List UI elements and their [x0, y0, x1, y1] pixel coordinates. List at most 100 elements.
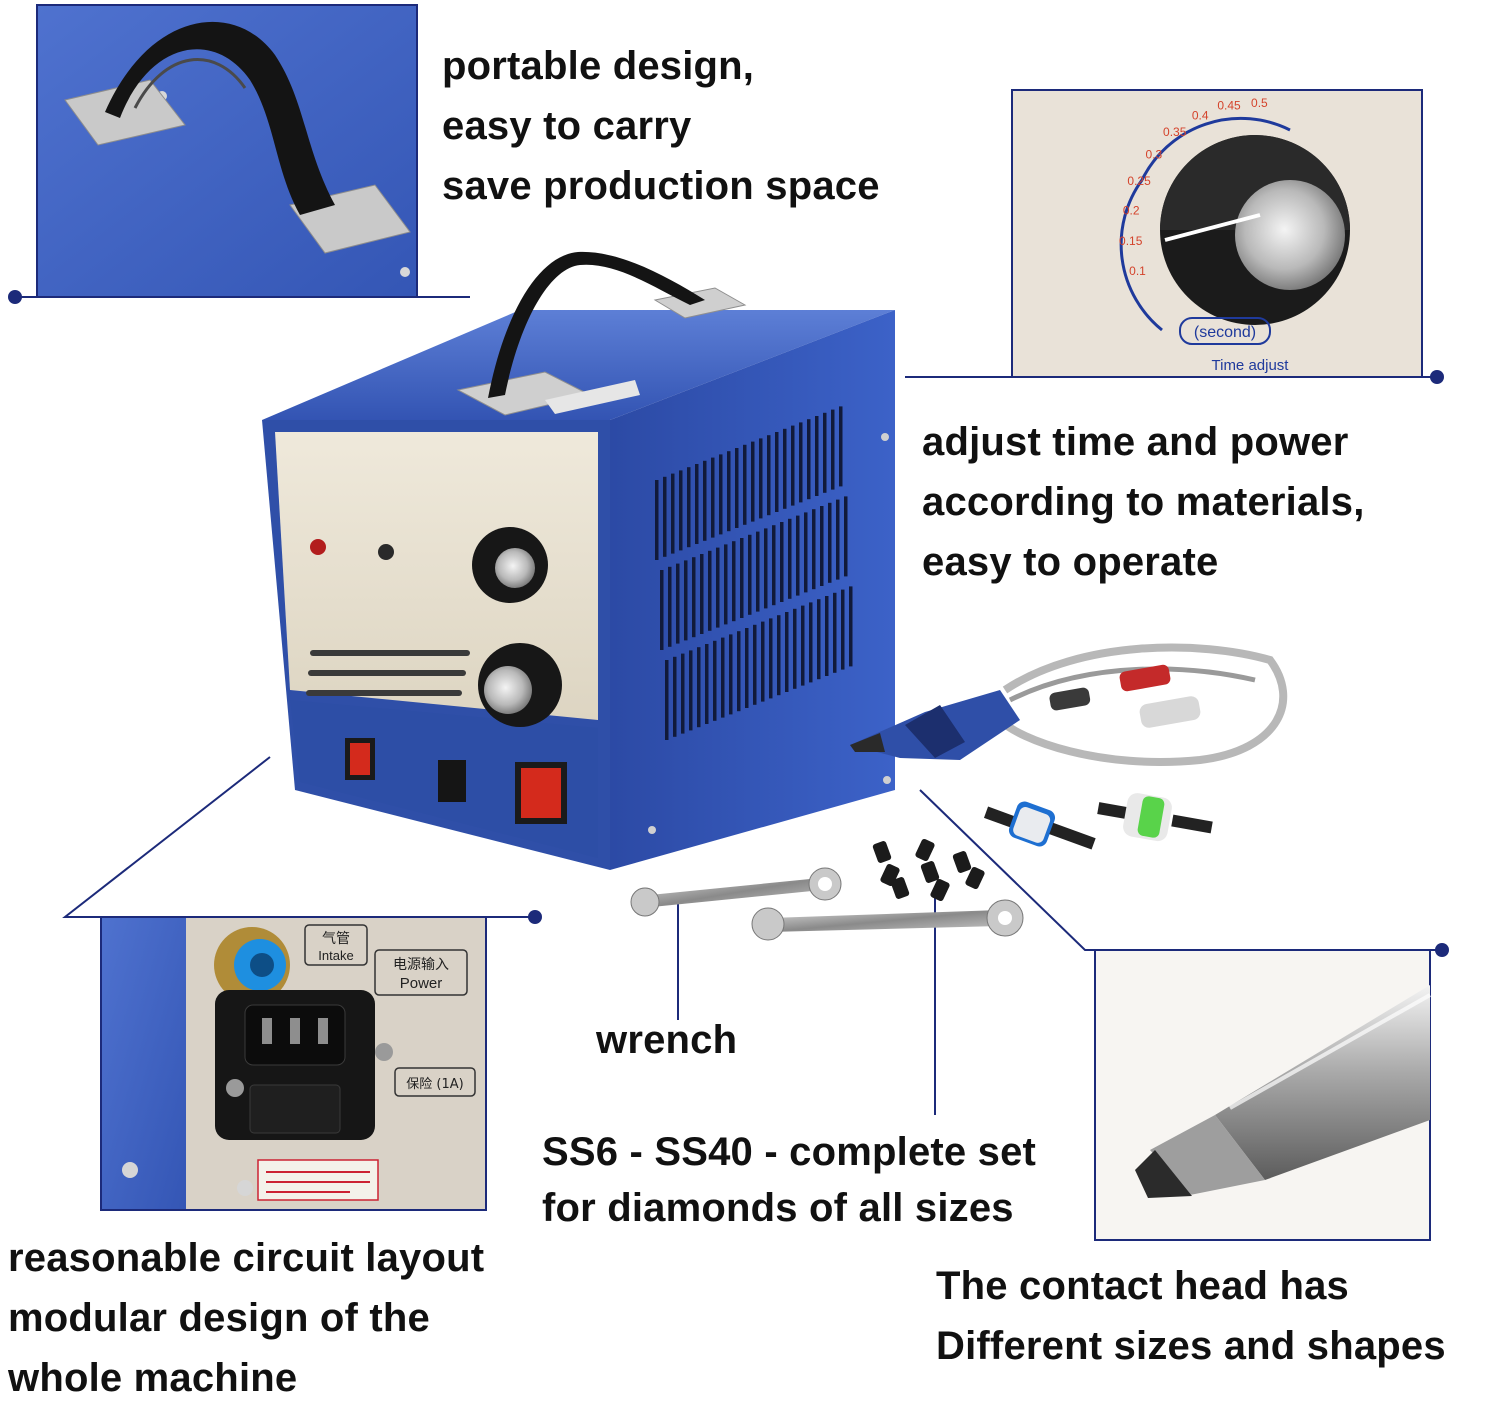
vent-slot	[665, 660, 669, 740]
dial-tick-label: 0.35	[1163, 125, 1187, 139]
vent-slot	[679, 470, 683, 551]
vent-slot	[756, 531, 760, 612]
vent-slot	[799, 422, 803, 503]
welding-pen-icon	[850, 643, 1288, 766]
fittings	[983, 793, 1213, 850]
vent-slot	[831, 409, 835, 490]
caption-line: for diamonds of all sizes	[542, 1186, 1014, 1230]
vent-slot	[809, 602, 813, 683]
vent-slot	[844, 496, 848, 577]
leader-dots	[8, 290, 1449, 957]
vent-slot	[697, 647, 701, 728]
contact-tips-set	[872, 838, 985, 902]
vent-slot	[767, 435, 771, 516]
caption-line: Different sizes and shapes	[936, 1324, 1446, 1368]
fuse-label: 保险 (1A)	[406, 1077, 463, 1092]
vent-slot	[772, 525, 776, 606]
vent-slot	[836, 499, 840, 580]
caption-wrench: wrench	[596, 1010, 737, 1070]
dial-tick-label: 0.5	[1251, 96, 1268, 110]
dial-tick-label: 0.1	[1129, 264, 1146, 278]
caption-line: modular design of the	[8, 1296, 430, 1340]
caption-line: save production space	[442, 164, 880, 208]
contact-head-icon	[1135, 985, 1431, 1198]
vent-slot	[785, 612, 789, 692]
vent-slot	[687, 467, 691, 548]
caption-contact-head: The contact head has Different sizes and…	[936, 1256, 1446, 1376]
vent-slot	[775, 432, 779, 512]
side-vents	[655, 406, 853, 740]
vent-slot	[671, 473, 675, 554]
power-inset: 气管 Intake 电源输入 Power 保险 (1A)	[100, 916, 487, 1211]
dial-tick-label: 0.2	[1123, 204, 1140, 218]
vent-slot	[801, 605, 805, 686]
dial-tick-label: 0.15	[1119, 234, 1143, 248]
vent-slot	[711, 457, 715, 538]
vent-slot	[705, 644, 709, 724]
caption-line: easy to operate	[922, 540, 1219, 584]
caption-adjust-time-power: adjust time and power according to mater…	[922, 412, 1365, 592]
vent-slot	[759, 438, 763, 519]
dial-ticks: 0.1 0.15 0.2 0.25 0.30.35 0.4 0.45 0.5	[1119, 96, 1268, 278]
wrench-icon	[630, 867, 1024, 941]
vent-slot	[828, 502, 832, 583]
caption-ss-sizes: SS6 - SS40 - complete set for diamonds o…	[542, 1124, 1036, 1236]
vent-slot	[777, 615, 781, 696]
contact-tip	[890, 877, 910, 899]
caption-line: according to materials,	[922, 480, 1365, 524]
vent-slot	[740, 538, 744, 618]
vent-slot	[676, 563, 680, 644]
contact-tip	[952, 851, 972, 873]
vent-slot	[769, 618, 773, 699]
vent-slot	[745, 628, 749, 708]
vent-slot	[703, 460, 707, 541]
dial-tick-label: 0.3	[1146, 148, 1163, 162]
vent-slot	[700, 554, 704, 634]
contact-tip	[930, 878, 950, 902]
vent-slot	[743, 444, 747, 525]
vent-slot	[804, 512, 808, 593]
vent-slot	[764, 528, 768, 609]
vent-slot	[692, 557, 696, 638]
power-label-cn: 电源输入	[393, 957, 449, 973]
vent-slot	[815, 416, 819, 496]
welding-machine	[262, 251, 895, 870]
vent-slot	[663, 476, 667, 557]
contact-tip	[965, 866, 985, 890]
caption-line: reasonable circuit layout	[8, 1236, 485, 1280]
power-socket-icon	[215, 990, 393, 1140]
vent-slot	[761, 621, 765, 702]
vent-slot	[748, 534, 752, 615]
dial-tick-label: 0.4	[1192, 109, 1209, 123]
vent-slot	[689, 650, 693, 731]
vent-slot	[841, 589, 845, 670]
contact-head-inset	[1094, 949, 1431, 1241]
caption-line: SS6 - SS40 - complete set	[542, 1130, 1037, 1174]
handle-inset	[36, 4, 418, 298]
knob-icon	[1160, 135, 1350, 325]
air-label-en: Intake	[318, 948, 353, 963]
vent-slot	[719, 454, 723, 535]
vent-slot	[684, 560, 688, 641]
dial-bottom-label: Time adjust	[1212, 357, 1290, 374]
contact-tip	[920, 861, 940, 883]
caption-portable-design: portable design, easy to carry save prod…	[442, 36, 880, 216]
vent-slot	[735, 448, 739, 528]
vent-slot	[732, 541, 736, 622]
vent-slot	[783, 428, 787, 509]
vent-slot	[823, 412, 827, 493]
vent-slot	[673, 656, 677, 737]
contact-tip	[915, 838, 935, 862]
vent-slot	[727, 451, 731, 532]
vent-slot	[753, 624, 757, 705]
caption-line: wrench	[596, 1018, 738, 1062]
vent-slot	[812, 509, 816, 590]
dial-tick-label: 0.25	[1127, 174, 1151, 188]
dial-tick-label: 0.45	[1217, 99, 1241, 113]
vent-slot	[668, 566, 672, 647]
vent-slot	[788, 518, 792, 599]
caption-line: whole machine	[8, 1356, 298, 1400]
vent-slot	[825, 596, 829, 676]
vent-slot	[833, 592, 837, 673]
dial-scale	[1119, 116, 1291, 332]
